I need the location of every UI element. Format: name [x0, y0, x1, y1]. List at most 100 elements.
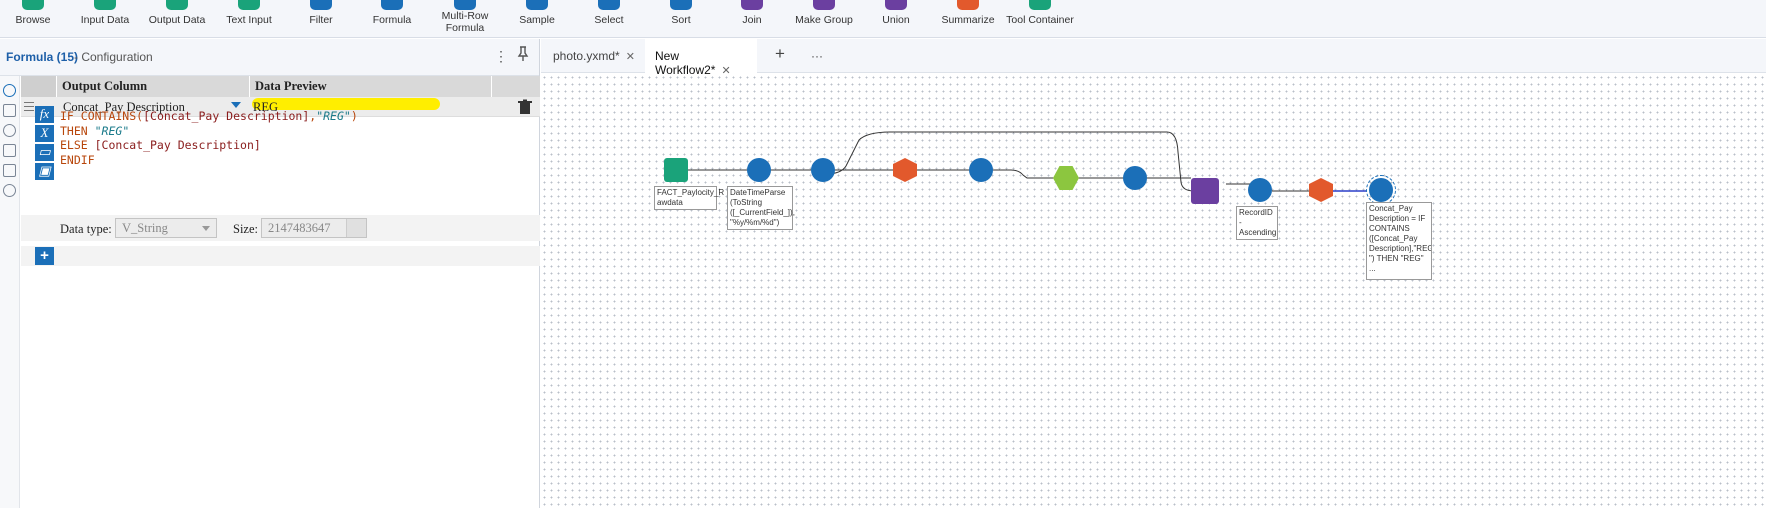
workflow-tabs: photo.yxmd*✕ New Workflow2*✕ + ···	[541, 39, 1766, 77]
ribbon-tool-label: Browse	[15, 14, 51, 26]
ribbon-tool-filter[interactable]: Filter	[286, 0, 356, 38]
output-column-header: Output Column	[57, 76, 250, 97]
ribbon-tool-select[interactable]: Select	[574, 0, 644, 38]
more-tabs-button[interactable]: ···	[811, 49, 823, 63]
tool-icon	[813, 0, 835, 10]
data-preview-value: REG	[253, 100, 278, 114]
side-icon-bar	[0, 76, 20, 508]
tool-icon	[885, 0, 907, 10]
ribbon-tool-label: Output Data	[148, 14, 206, 26]
tool-icon	[957, 0, 979, 10]
configuration-panel: Formula (15) - Configuration ⋮ Output Co…	[0, 39, 540, 508]
open-folder-icon[interactable]: ▭	[35, 144, 54, 161]
output-column-select[interactable]: Concat_Pay Description	[63, 100, 185, 114]
tool-icon	[598, 0, 620, 10]
select-node-2[interactable]	[969, 158, 993, 182]
record-id-node[interactable]	[1248, 178, 1272, 202]
ribbon-tool-sample[interactable]: Sample	[502, 0, 572, 38]
size-input[interactable]: 2147483647	[261, 218, 367, 238]
ribbon-tool-sort[interactable]: Sort	[646, 0, 716, 38]
variable-icon[interactable]: X	[35, 125, 54, 142]
dropdown-caret-icon[interactable]	[231, 102, 241, 108]
expression-toolbar: fx X ▭ ▣	[35, 106, 55, 186]
tool-icon	[454, 0, 476, 10]
preview-highlight	[252, 98, 440, 110]
ribbon-tool-label: Union	[882, 14, 910, 26]
tab-new-workflow2[interactable]: New Workflow2*✕	[645, 39, 757, 77]
ribbon-tool-label: Text Input	[226, 14, 272, 26]
expression-editor[interactable]: IF CONTAINS([Concat_Pay Description],"RE…	[60, 109, 358, 167]
ribbon-tool-input-data[interactable]: Input Data	[70, 0, 140, 38]
ribbon-tool-label: Make Group	[795, 14, 853, 26]
summarize-node-2[interactable]	[1309, 178, 1333, 202]
tool-icon	[166, 0, 188, 10]
formula-node-datetime[interactable]	[747, 158, 771, 182]
ribbon-tool-label: Sample	[519, 14, 555, 26]
more-vertical-icon[interactable]: ⋮	[494, 48, 508, 64]
tool-icon	[310, 0, 332, 10]
close-icon[interactable]: ✕	[721, 65, 731, 77]
input-node-label: FACT_Paylocity_R awdata	[654, 186, 724, 210]
input-data-node[interactable]	[664, 158, 688, 182]
sample-node[interactable]	[1123, 166, 1147, 190]
close-icon[interactable]: ✕	[625, 51, 635, 63]
help-icon[interactable]	[3, 184, 16, 197]
ribbon-tool-browse[interactable]: Browse	[0, 0, 68, 38]
ribbon-tool-label: Join	[742, 14, 762, 26]
configuration-gear-icon[interactable]	[3, 84, 16, 97]
code-icon[interactable]	[3, 104, 16, 117]
trash-icon[interactable]	[517, 99, 533, 115]
data-type-label: Data type:	[60, 222, 112, 236]
data-preview-header: Data Preview	[250, 76, 492, 97]
workflow-connections	[678, 131, 1367, 192]
config-title: Formula (15)	[6, 50, 79, 64]
spinner-icon[interactable]	[346, 219, 366, 237]
tool-icon	[22, 0, 44, 10]
ribbon-tool-label: Input Data	[80, 14, 130, 26]
annotation-icon[interactable]	[3, 124, 16, 137]
ribbon-tool-multi-row-formula[interactable]: Multi-Row Formula	[430, 0, 500, 38]
ribbon-tool-join[interactable]: Join	[717, 0, 787, 38]
ribbon-tool-label: Tool Container	[1006, 14, 1074, 26]
ribbon-tool-output-data[interactable]: Output Data	[142, 0, 212, 38]
ribbon-tool-label: Filter	[309, 14, 333, 26]
formula-grid-header: Output Column Data Preview	[21, 76, 540, 97]
pin-icon[interactable]	[516, 46, 530, 62]
function-icon[interactable]: fx	[35, 106, 54, 123]
config-subtitle: - Configuration	[74, 50, 153, 64]
tag-icon[interactable]	[3, 144, 16, 157]
join-node[interactable]	[1191, 178, 1219, 204]
tab-photo[interactable]: photo.yxmd*✕	[553, 49, 635, 63]
select-node-1[interactable]	[811, 158, 835, 182]
formula-row[interactable]: ⌄ Concat_Pay Description REG	[21, 97, 540, 117]
ribbon-tool-label: Summarize	[941, 14, 995, 26]
ribbon-tool-tool-container[interactable]: Tool Container	[1005, 0, 1075, 38]
ribbon-tool-summarize[interactable]: Summarize	[933, 0, 1003, 38]
ribbon-tool-label: Select	[594, 14, 624, 26]
formula-node-label: Concat_Pay Description = IF CONTAINS ([C…	[1366, 202, 1432, 280]
tool-icon	[526, 0, 548, 10]
data-type-select[interactable]: V_String	[115, 218, 217, 238]
tool-icon	[381, 0, 403, 10]
ribbon-tool-formula[interactable]: Formula	[357, 0, 427, 38]
datetime-node-label: DateTimeParse (ToString ([_CurrentField_…	[727, 186, 795, 230]
add-tab-button[interactable]: +	[775, 44, 785, 63]
size-label: Size:	[233, 222, 258, 236]
tool-icon	[1029, 0, 1051, 10]
drag-handle-icon[interactable]	[24, 102, 34, 111]
box-icon[interactable]	[3, 164, 16, 177]
ribbon-tool-union[interactable]: Union	[861, 0, 931, 38]
ribbon-tool-label: Sort	[671, 14, 691, 26]
save-icon[interactable]: ▣	[35, 163, 54, 180]
formula-node-selected[interactable]	[1366, 175, 1396, 205]
cross-tab-node[interactable]	[1053, 166, 1079, 190]
ribbon-tool-make-group[interactable]: Make Group	[789, 0, 859, 38]
add-formula-button[interactable]: +	[35, 247, 54, 265]
workflow-canvas[interactable]: FACT_Paylocity_R awdata DateTimeParse (T…	[541, 74, 1766, 508]
summarize-node-1[interactable]	[893, 158, 917, 182]
ribbon-tool-text-input[interactable]: Text Input	[214, 0, 284, 38]
data-type-row: Data type: V_String Size: 2147483647	[21, 215, 540, 241]
record-id-node-label: RecordID - Ascending	[1236, 206, 1278, 240]
tool-ribbon: Browse Input Data Output Data Text Input Fil…	[0, 0, 1766, 38]
ribbon-tool-label: Formula	[372, 14, 412, 26]
